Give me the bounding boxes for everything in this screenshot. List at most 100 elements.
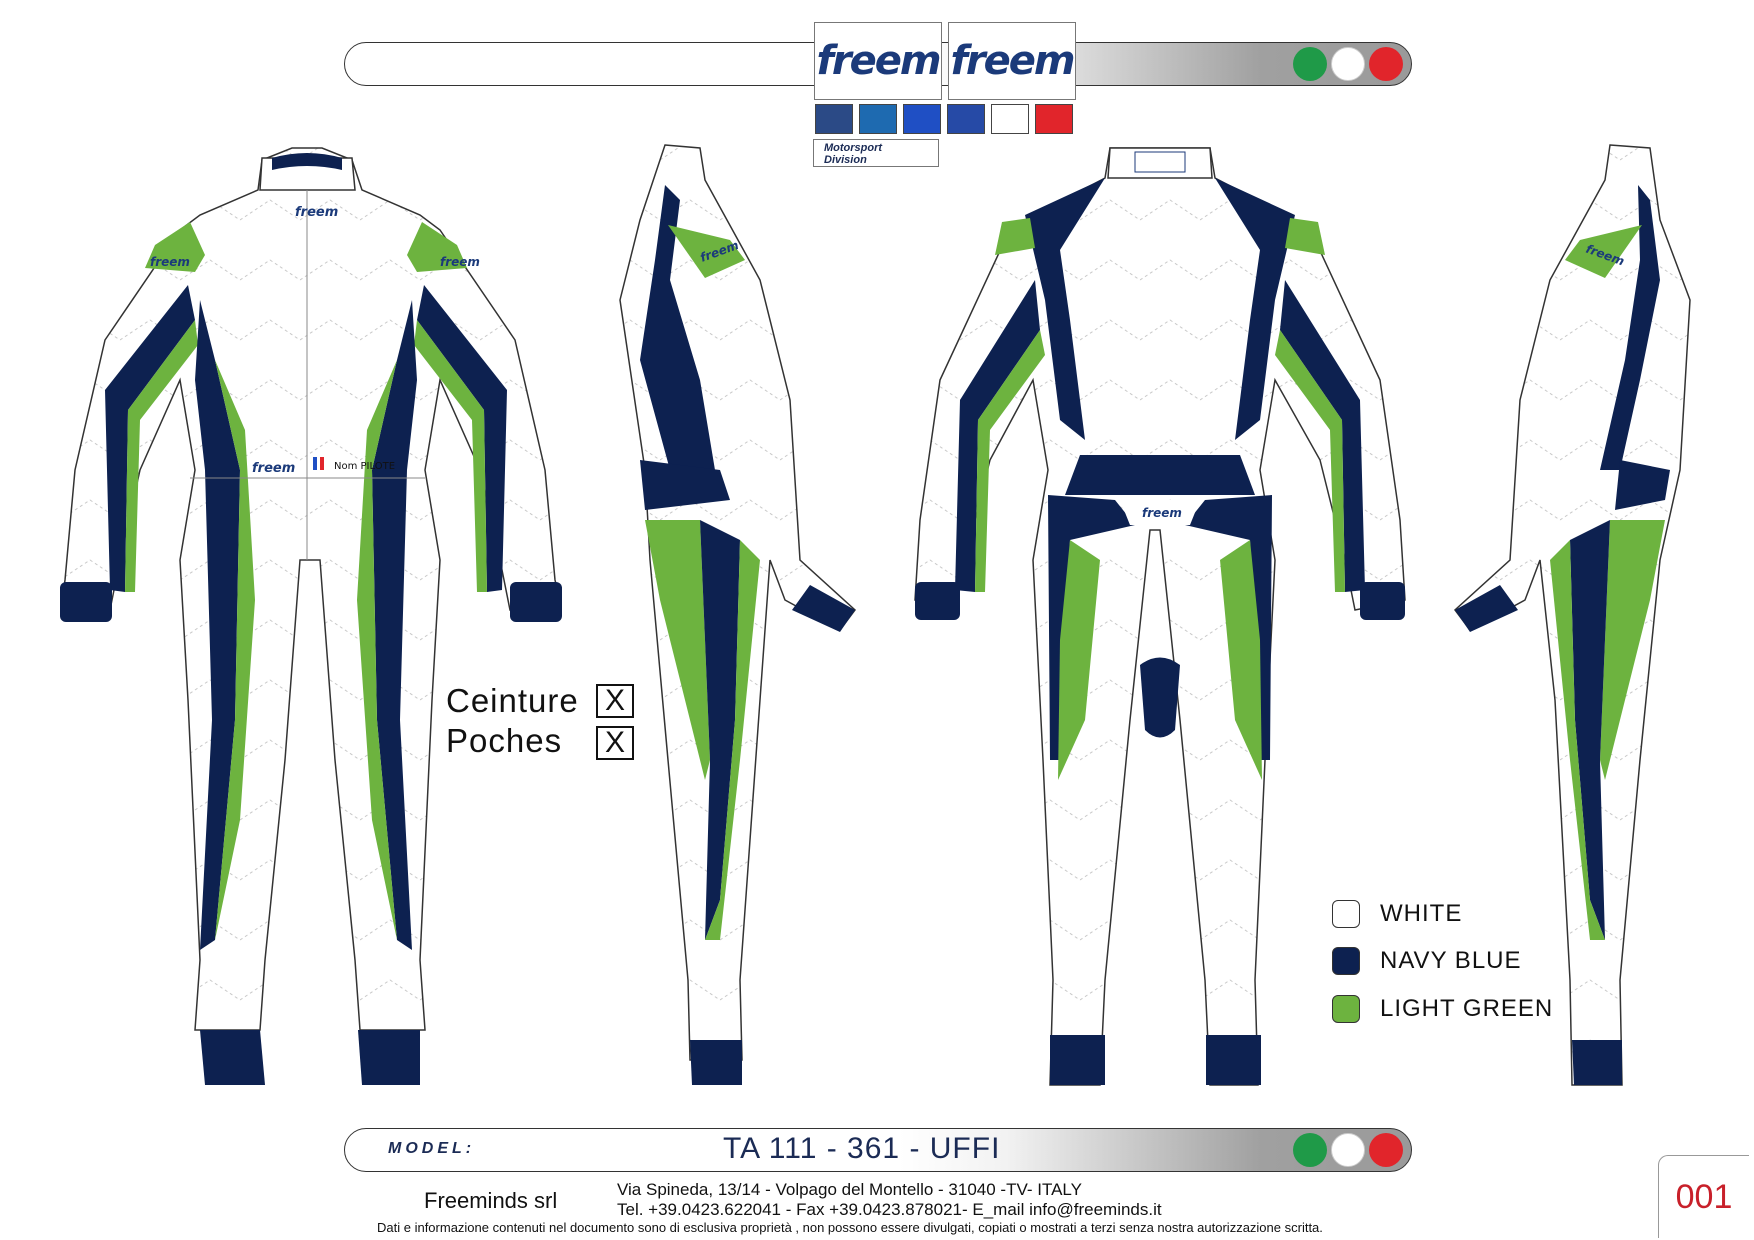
front-waist-logo: freem (252, 461, 295, 476)
side-left-leg-navy (700, 520, 740, 940)
model-flag-red-dot (1369, 1133, 1403, 1167)
back-body (914, 147, 1406, 1086)
front-name-flag-blue (313, 457, 317, 470)
address-line1: Via Spineda, 13/14 - Volpago del Montell… (617, 1180, 1082, 1199)
legend-green: LIGHT GREEN (1332, 994, 1553, 1024)
front-side-stripe-right (372, 300, 417, 950)
side-left-upper-navy (640, 185, 715, 470)
legend-white-swatch (1332, 900, 1360, 928)
legend-green-label: LIGHT GREEN (1380, 995, 1554, 1022)
front-name-tag: Nom PILOTE (334, 461, 395, 472)
flag-green-dot (1293, 47, 1327, 81)
motorsport-division-badge: Motorsport Division (813, 139, 939, 167)
back-yoke-right (1215, 178, 1295, 440)
front-arm-stripe-left-green (125, 320, 198, 592)
swatch-3 (903, 104, 941, 134)
back-cuff-left (915, 582, 960, 620)
back-arm-navy-right (1280, 280, 1365, 592)
back-leg-green-right (1220, 540, 1262, 780)
swatch-5 (991, 104, 1029, 134)
legend-navy: NAVY BLUE (1332, 946, 1522, 976)
option-poches-checkbox[interactable]: X (596, 726, 634, 760)
back-arm-navy-left (955, 280, 1040, 592)
side-left-waist-navy (640, 460, 730, 510)
side-right-leg-green2 (1550, 540, 1605, 940)
back-yoke-left (1025, 178, 1105, 440)
side-left-leg-green (645, 520, 710, 780)
model-bar (344, 1128, 1412, 1172)
front-shoulder-logo-left: freem (150, 255, 190, 269)
option-poches-label: Poches (446, 722, 563, 759)
brand-logo-left: freem (814, 22, 942, 100)
model-flag-green-dot (1293, 1133, 1327, 1167)
legend-navy-label: NAVY BLUE (1380, 947, 1522, 974)
front-arm-stripe-right (417, 285, 507, 592)
suit-side-view-left: freem (619, 144, 857, 1085)
front-arm-stripe-left (105, 285, 195, 592)
company-name: Freeminds srl (424, 1188, 558, 1213)
model-label: MODEL: (388, 1140, 476, 1157)
suit-back-view: freem (914, 147, 1406, 1086)
back-ankle-left (1050, 1035, 1105, 1085)
front-collar-band (272, 153, 342, 170)
brand-logo-left-text: freem (816, 38, 941, 84)
page-number: 001 (1658, 1155, 1749, 1238)
side-right-ankle (1572, 1040, 1622, 1085)
flag-red-dot (1369, 47, 1403, 81)
back-arm-green-left (975, 330, 1045, 592)
model-flag-white-dot (1331, 1133, 1365, 1167)
side-right-shoulder-green (1565, 225, 1642, 278)
legend-navy-swatch (1332, 947, 1360, 975)
side-left-leg-green2 (705, 540, 760, 940)
back-shoulder-green-right (1285, 218, 1325, 255)
front-shoulder-logo-right: freem (440, 255, 480, 269)
back-shoulder-green-left (995, 218, 1035, 255)
side-right-leg-green (1600, 520, 1665, 780)
front-ankle-right (358, 1030, 420, 1085)
front-ankle-left (200, 1030, 265, 1085)
front-side-stripe-right-green (357, 360, 397, 940)
legend-green-swatch (1332, 995, 1360, 1023)
back-collar-label (1134, 151, 1186, 173)
front-name-flag-red (320, 457, 324, 470)
motorsport-line1: Motorsport (824, 142, 883, 154)
back-waist-band (1065, 455, 1255, 495)
back-ankle-right (1206, 1035, 1261, 1085)
disclaimer-text: Dati e informazione contenuti nel docume… (377, 1220, 1323, 1235)
option-ceinture-label: Ceinture (446, 682, 579, 719)
side-right-waist-navy (1615, 460, 1670, 510)
side-left-ankle (690, 1040, 742, 1085)
front-cuff-left (60, 582, 112, 622)
front-shoulder-right (407, 222, 467, 272)
option-ceinture-checkbox[interactable]: X (596, 684, 634, 718)
front-side-stripe-left-green (215, 360, 255, 940)
back-leg-green-left (1058, 540, 1100, 780)
address-line2: Tel. +39.0423.622041 - Fax +39.0423.8780… (617, 1200, 1162, 1219)
swatch-4 (947, 104, 985, 134)
swatch-6 (1035, 104, 1073, 134)
motorsport-line2: Division (824, 154, 867, 166)
flag-white-dot (1331, 47, 1365, 81)
back-cuff-right (1360, 582, 1405, 620)
swatch-1 (815, 104, 853, 134)
brand-logo-right-text: freem (950, 38, 1075, 84)
front-arm-stripe-right-green (414, 320, 487, 592)
side-left-cuff (792, 585, 855, 632)
back-crotch-navy (1140, 657, 1180, 738)
side-right-cuff (1455, 585, 1518, 632)
front-cuff-right (510, 582, 562, 622)
back-waist-logo: freem (1142, 506, 1182, 520)
suit-front-view: freem freem freem freem Nom PILOTE (60, 147, 562, 1085)
back-logo-patch (1120, 500, 1200, 525)
side-right-upper-navy (1600, 185, 1660, 470)
brand-logo-right: freem (948, 22, 1076, 100)
side-right-leg-navy (1570, 520, 1610, 940)
back-arm-green-right (1275, 330, 1345, 592)
legend-white: WHITE (1332, 899, 1462, 929)
front-side-stripe-left (195, 300, 240, 950)
legend-white-label: WHITE (1380, 900, 1463, 927)
side-left-shoulder-green (668, 225, 745, 278)
model-value: TA 111 - 361 - UFFI (723, 1132, 1001, 1165)
front-chest-logo: freem (295, 205, 338, 220)
